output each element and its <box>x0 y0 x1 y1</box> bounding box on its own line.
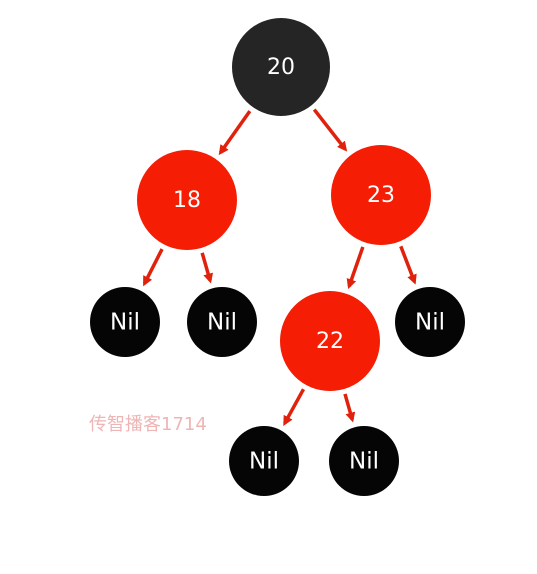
node-label: Nil <box>110 310 140 336</box>
node-label: 22 <box>316 329 344 354</box>
node-label: 18 <box>173 188 201 213</box>
node-circle <box>280 291 380 391</box>
node-label: 23 <box>367 183 395 208</box>
edge-n22-to-nil_22_left <box>283 388 306 426</box>
nil-node-nil_18_left: Nil <box>90 287 160 357</box>
node-circle <box>232 18 330 116</box>
edge-n22-to-nil_22_right <box>343 393 356 423</box>
edges-layer <box>142 108 417 426</box>
nil-node-nil_22_left: Nil <box>229 426 299 496</box>
edge-n18-to-nil_18_left <box>142 248 164 287</box>
node-circle <box>395 287 465 357</box>
node-label: 20 <box>267 55 295 80</box>
node-label: Nil <box>349 449 379 475</box>
node-circle <box>329 426 399 496</box>
node-circle <box>187 287 257 357</box>
tree-node-n20: 20 <box>232 18 330 116</box>
edge-n23-to-n22 <box>346 246 365 290</box>
nil-node-nil_23_right: Nil <box>395 287 465 357</box>
tree-node-n18: 18 <box>137 150 237 250</box>
tree-node-n23: 23 <box>331 145 431 245</box>
nil-node-nil_18_right: Nil <box>187 287 257 357</box>
node-label: Nil <box>249 449 279 475</box>
node-circle <box>137 150 237 250</box>
node-label: Nil <box>415 310 445 336</box>
watermark-text: 传智播客1714 <box>89 414 207 435</box>
node-label: Nil <box>207 310 237 336</box>
edge-n18-to-nil_18_right <box>200 252 214 284</box>
node-circle <box>331 145 431 245</box>
nil-node-nil_22_right: Nil <box>329 426 399 496</box>
node-circle <box>229 426 299 496</box>
edge-n23-to-nil_23_right <box>399 245 417 285</box>
tree-node-n22: 22 <box>280 291 380 391</box>
node-circle <box>90 287 160 357</box>
edge-n20-to-n23 <box>312 108 348 152</box>
edge-n20-to-n18 <box>218 110 252 156</box>
